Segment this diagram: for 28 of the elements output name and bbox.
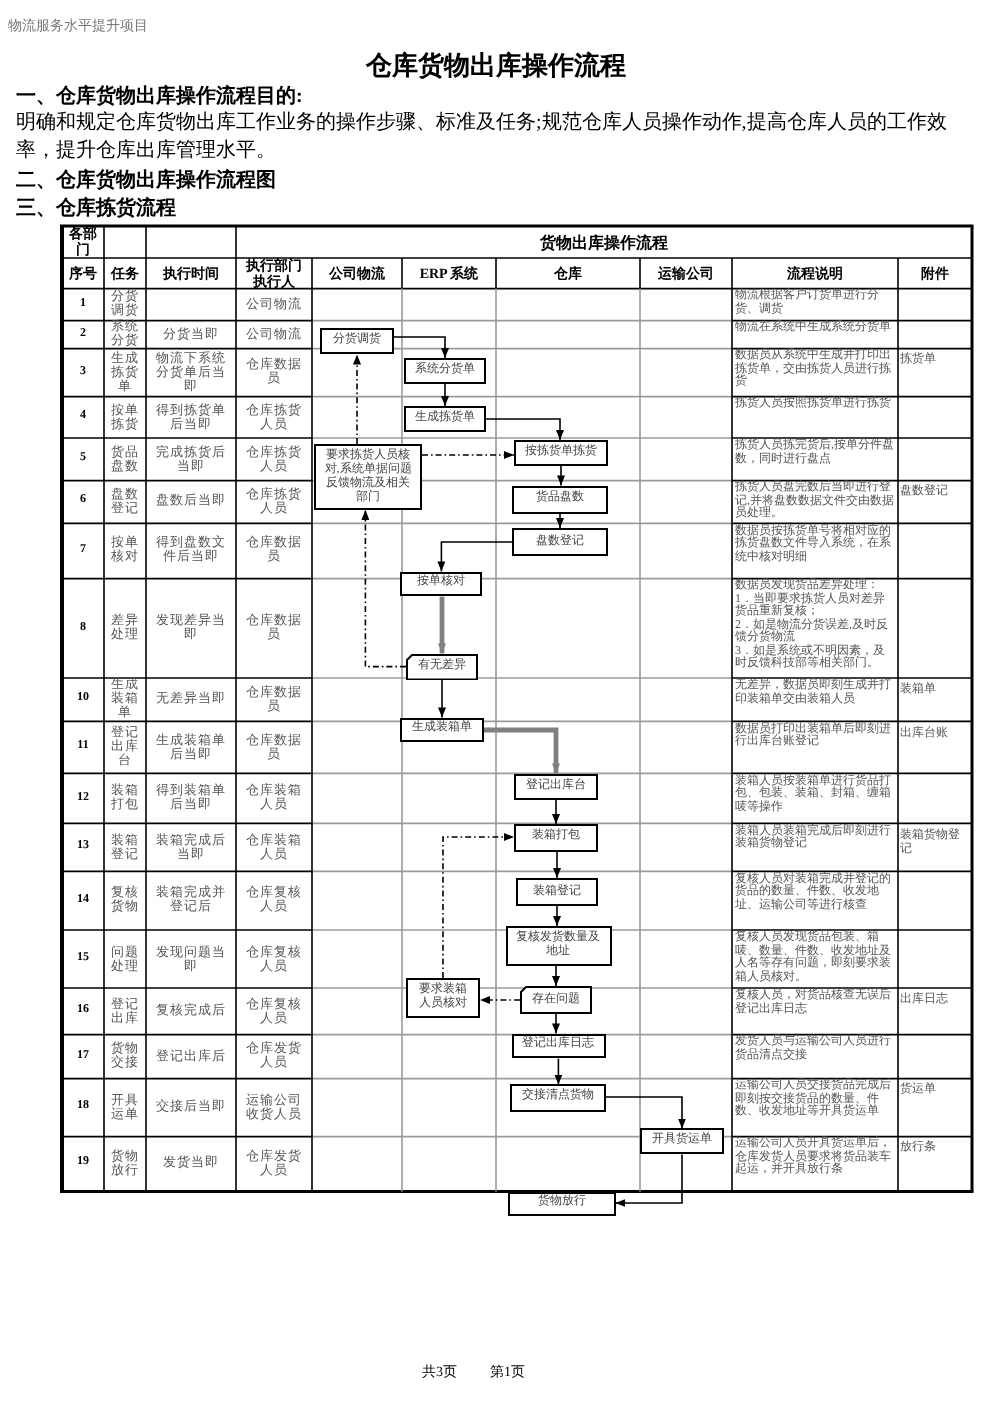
arrow xyxy=(393,336,449,359)
arrow xyxy=(485,418,564,441)
arrow xyxy=(557,465,565,487)
dashed-arrow xyxy=(421,451,515,459)
table-title: 货物出库操作流程 xyxy=(540,233,668,251)
dashed-arrow xyxy=(353,353,361,445)
dashed-arrow xyxy=(361,509,407,668)
arrow xyxy=(552,1013,560,1035)
arrow xyxy=(554,1057,563,1086)
arrow xyxy=(552,965,560,987)
section-heading: 二、仓库货物出库操作流程图 xyxy=(16,168,276,194)
arrow xyxy=(553,850,561,879)
arrow xyxy=(441,383,449,407)
section-heading: 三、仓库拣货流程 xyxy=(16,196,176,222)
arrow xyxy=(437,541,513,573)
arrow xyxy=(552,799,560,825)
arrow xyxy=(553,905,561,927)
dashed-arrow xyxy=(479,996,521,1004)
arrow xyxy=(604,1096,686,1130)
arrow xyxy=(614,1153,683,1207)
thick-arrow xyxy=(484,727,560,774)
arrow xyxy=(556,512,564,529)
dashed-arrow xyxy=(442,833,515,979)
page-title: 仓库货物出库操作流程 xyxy=(363,50,628,80)
thick-arrow xyxy=(438,596,446,654)
arrow xyxy=(438,679,446,719)
purpose-text: 明确和规定仓库货物出库工作业务的操作步骤、标准及任务;规范仓库人员操作动作,提高仓库人员的工作效率，提升仓库出库管理水平。 xyxy=(16,110,949,166)
section-heading: 一、仓库货物出库操作流程目的: xyxy=(16,84,303,110)
